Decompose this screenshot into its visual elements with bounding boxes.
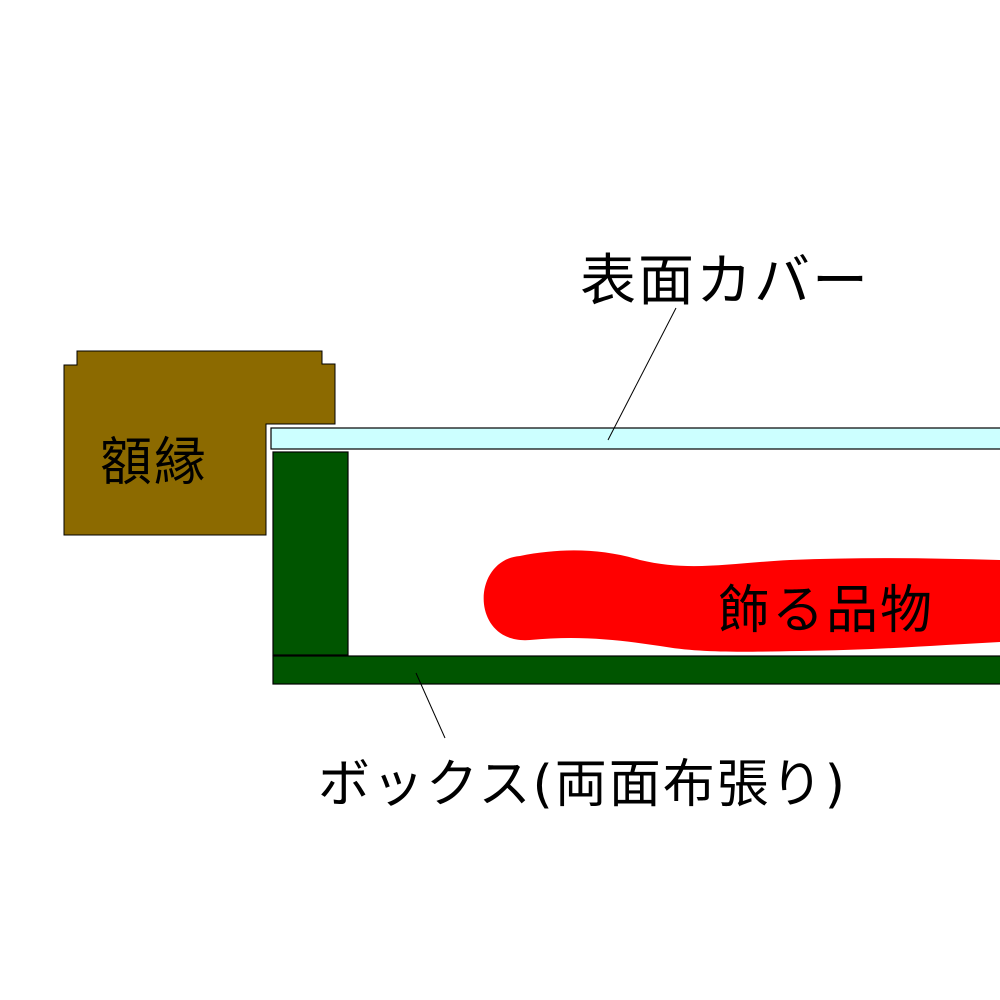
cover-panel [270,427,1000,450]
frame-shape [63,350,336,536]
item-shape [483,550,1000,652]
box-side-wall [272,451,349,656]
cover-leader-line [607,307,677,441]
box-label: ボックス(両面布張り) [318,755,848,815]
frame-label: 額縁 [100,433,209,493]
box-leader-line [415,672,446,739]
item-label: 飾る品物 [718,581,935,641]
box-bottom-wall [272,655,1000,685]
cover-label: 表面カバー [580,249,870,314]
